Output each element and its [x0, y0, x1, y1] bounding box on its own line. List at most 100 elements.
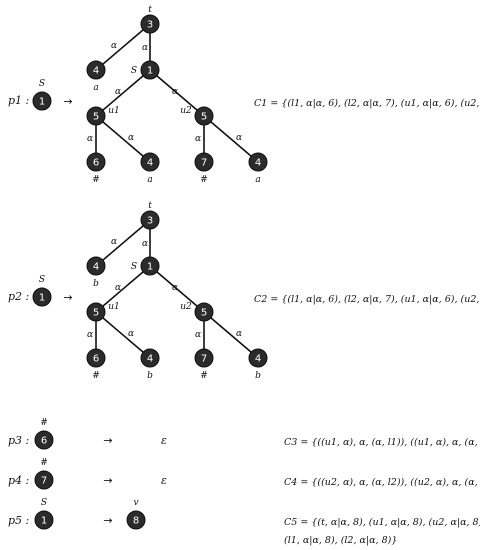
rule1-node-root: 3 — [140, 14, 160, 34]
rule1-node-root-circle — [140, 14, 160, 34]
rule5-lhs-node-circle — [34, 510, 54, 530]
rule3-constraint: C3 = {((u1, α), α, (α, l1)), ((u1, α), α… — [284, 437, 480, 448]
rule3-arrow: → — [103, 434, 112, 447]
rule1-node-u1r-number: 4 — [147, 158, 153, 169]
rule2-node-u2: 5 — [194, 302, 214, 322]
rule5-rhs-node-number: 8 — [133, 516, 139, 527]
rule2-node-u1r-number: 4 — [147, 354, 153, 365]
rule2-node-a-number: 4 — [93, 262, 99, 273]
rule1-label-u1-left: # — [92, 175, 100, 185]
rule2-node-u1l-circle — [86, 348, 106, 368]
rule5-arrow: → — [103, 514, 112, 527]
rule4-arrow: → — [103, 474, 112, 487]
rule2-alpha-root-a: α — [111, 237, 117, 247]
rule2-node-u1-circle — [86, 302, 106, 322]
rule2-node-root-circle — [140, 210, 160, 230]
rule3-lhs-node-circle — [34, 430, 54, 450]
rule1-node-a: 4 — [86, 60, 106, 80]
rule1-node-u2: 5 — [194, 106, 214, 126]
rule2-node-s: 1 — [140, 256, 160, 276]
rule2-label-u2: u2 — [180, 302, 192, 312]
rule2-edge-u2-right — [203, 311, 259, 359]
rule1-node-u2l: 7 — [194, 152, 214, 172]
rule2-label-s: S — [131, 262, 137, 272]
rule1-node-u1l-circle — [86, 152, 106, 172]
rule2-label-u1-right: b — [147, 371, 153, 381]
rule1-node-s-number: 1 — [147, 66, 153, 77]
rule3-name: p3 : — [8, 434, 29, 447]
rule1-edge-u2-right — [203, 115, 259, 163]
rule1-node-u1: 5 — [86, 106, 106, 126]
rule2-node-u2r-number: 4 — [255, 354, 261, 365]
rule2-label-u2-right: b — [255, 371, 261, 381]
rule1-lhs-node-number: 1 — [39, 97, 45, 108]
rule1-alpha-u1-right: α — [128, 133, 134, 143]
rule2-constraint: C2 = {(l1, α|α, 6), (l2, α|α, 7), (u1, α… — [254, 294, 480, 305]
rule2-label-root: t — [148, 201, 152, 211]
rule1-node-a-circle — [86, 60, 106, 80]
rule1-label-s: S — [131, 66, 137, 76]
rule1-alpha-s-u1: α — [115, 87, 121, 97]
rule1-edge-s-u1 — [95, 69, 151, 117]
rule1-node-u1-number: 5 — [93, 112, 99, 123]
rule2-node-a-circle — [86, 256, 106, 276]
rule4-lhs-node-number: 7 — [41, 476, 47, 487]
rule1-label-u2-left: # — [200, 175, 208, 185]
rule2-node-s-number: 1 — [147, 262, 153, 273]
rule2-node-s-circle — [140, 256, 160, 276]
rule2-alpha-s-u2: α — [172, 283, 178, 293]
rule1-label-a: a — [93, 83, 98, 93]
rule2-node-u1r-circle — [140, 348, 160, 368]
rule2-alpha-u1-left: α — [87, 330, 93, 340]
rule1-node-u2-circle — [194, 106, 214, 126]
rule2-arrow: → — [63, 291, 72, 304]
rule3-lhs-label: # — [40, 418, 48, 428]
rule1-edge-s-u2 — [149, 69, 205, 117]
rule1-node-u2l-number: 7 — [201, 158, 207, 169]
rule1-alpha-u2-left: α — [195, 134, 201, 144]
rule5-constraint-line2: (l1, α|α, 8), (l2, α|α, 8)} — [284, 535, 397, 546]
rule2-lhs-node-number: 1 — [39, 293, 45, 304]
rule2-label-u2-left: # — [200, 371, 208, 381]
rule1-node-u2r-circle — [248, 152, 268, 172]
rule2-alpha-u1-right: α — [128, 329, 134, 339]
rule1-node-u2r-number: 4 — [255, 158, 261, 169]
rule1-alpha-s-u2: α — [172, 87, 178, 97]
rule5-name: p5 : — [8, 514, 29, 527]
rule1-constraint: C1 = {(l1, α|α, 6), (l2, α|α, 7), (u1, α… — [254, 98, 480, 109]
rule2-label-a: b — [93, 279, 99, 289]
rule2-node-u1r: 4 — [140, 348, 160, 368]
rule1-label-root: t — [148, 5, 152, 15]
rule2-alpha-u2-right: α — [236, 329, 242, 339]
rule2-lhs-label: S — [39, 275, 45, 285]
rule2-node-root-number: 3 — [147, 216, 153, 227]
rule2-node-u2r-circle — [248, 348, 268, 368]
rule5-rhs-label: v — [133, 498, 138, 508]
rule1-node-u2r: 4 — [248, 152, 268, 172]
rule5-lhs-node: 1 — [34, 510, 54, 530]
rule2-lhs-node: 1 — [32, 287, 52, 307]
rule4-constraint: C4 = {((u2, α), α, (α, l2)), ((u2, α), α… — [284, 477, 480, 488]
rule2-node-u1-number: 5 — [93, 308, 99, 319]
rule1-node-s: 1 — [140, 60, 160, 80]
rule1-label-u1-right: a — [147, 175, 152, 185]
rule2-edge-s-u2 — [149, 265, 205, 313]
rule1-label-u2: u2 — [180, 106, 192, 116]
rule5-lhs-label: S — [41, 498, 47, 508]
rule2-node-u1: 5 — [86, 302, 106, 322]
rule2-alpha-s-u1: α — [115, 283, 121, 293]
rule5-rhs-node-circle — [126, 510, 146, 530]
rule1-label-u2-right: a — [255, 175, 260, 185]
rule5-constraint-line1: C5 = {(t, α|α, 8), (u1, α|α, 8), (u2, α|… — [284, 517, 480, 528]
rule2-node-u2-circle — [194, 302, 214, 322]
rule1-name: p1 : — [8, 94, 29, 107]
rule2-edge-u1-right — [95, 311, 151, 359]
rule1-node-u1r-circle — [140, 152, 160, 172]
rule2-label-u1: u1 — [108, 302, 120, 312]
rule3-rhs: ε — [161, 434, 167, 447]
rule2-name: p2 : — [8, 290, 29, 303]
rule2-alpha-u2-left: α — [195, 330, 201, 340]
rule1-alpha-u2-right: α — [236, 133, 242, 143]
rule2-alpha-root-s: α — [142, 239, 148, 249]
